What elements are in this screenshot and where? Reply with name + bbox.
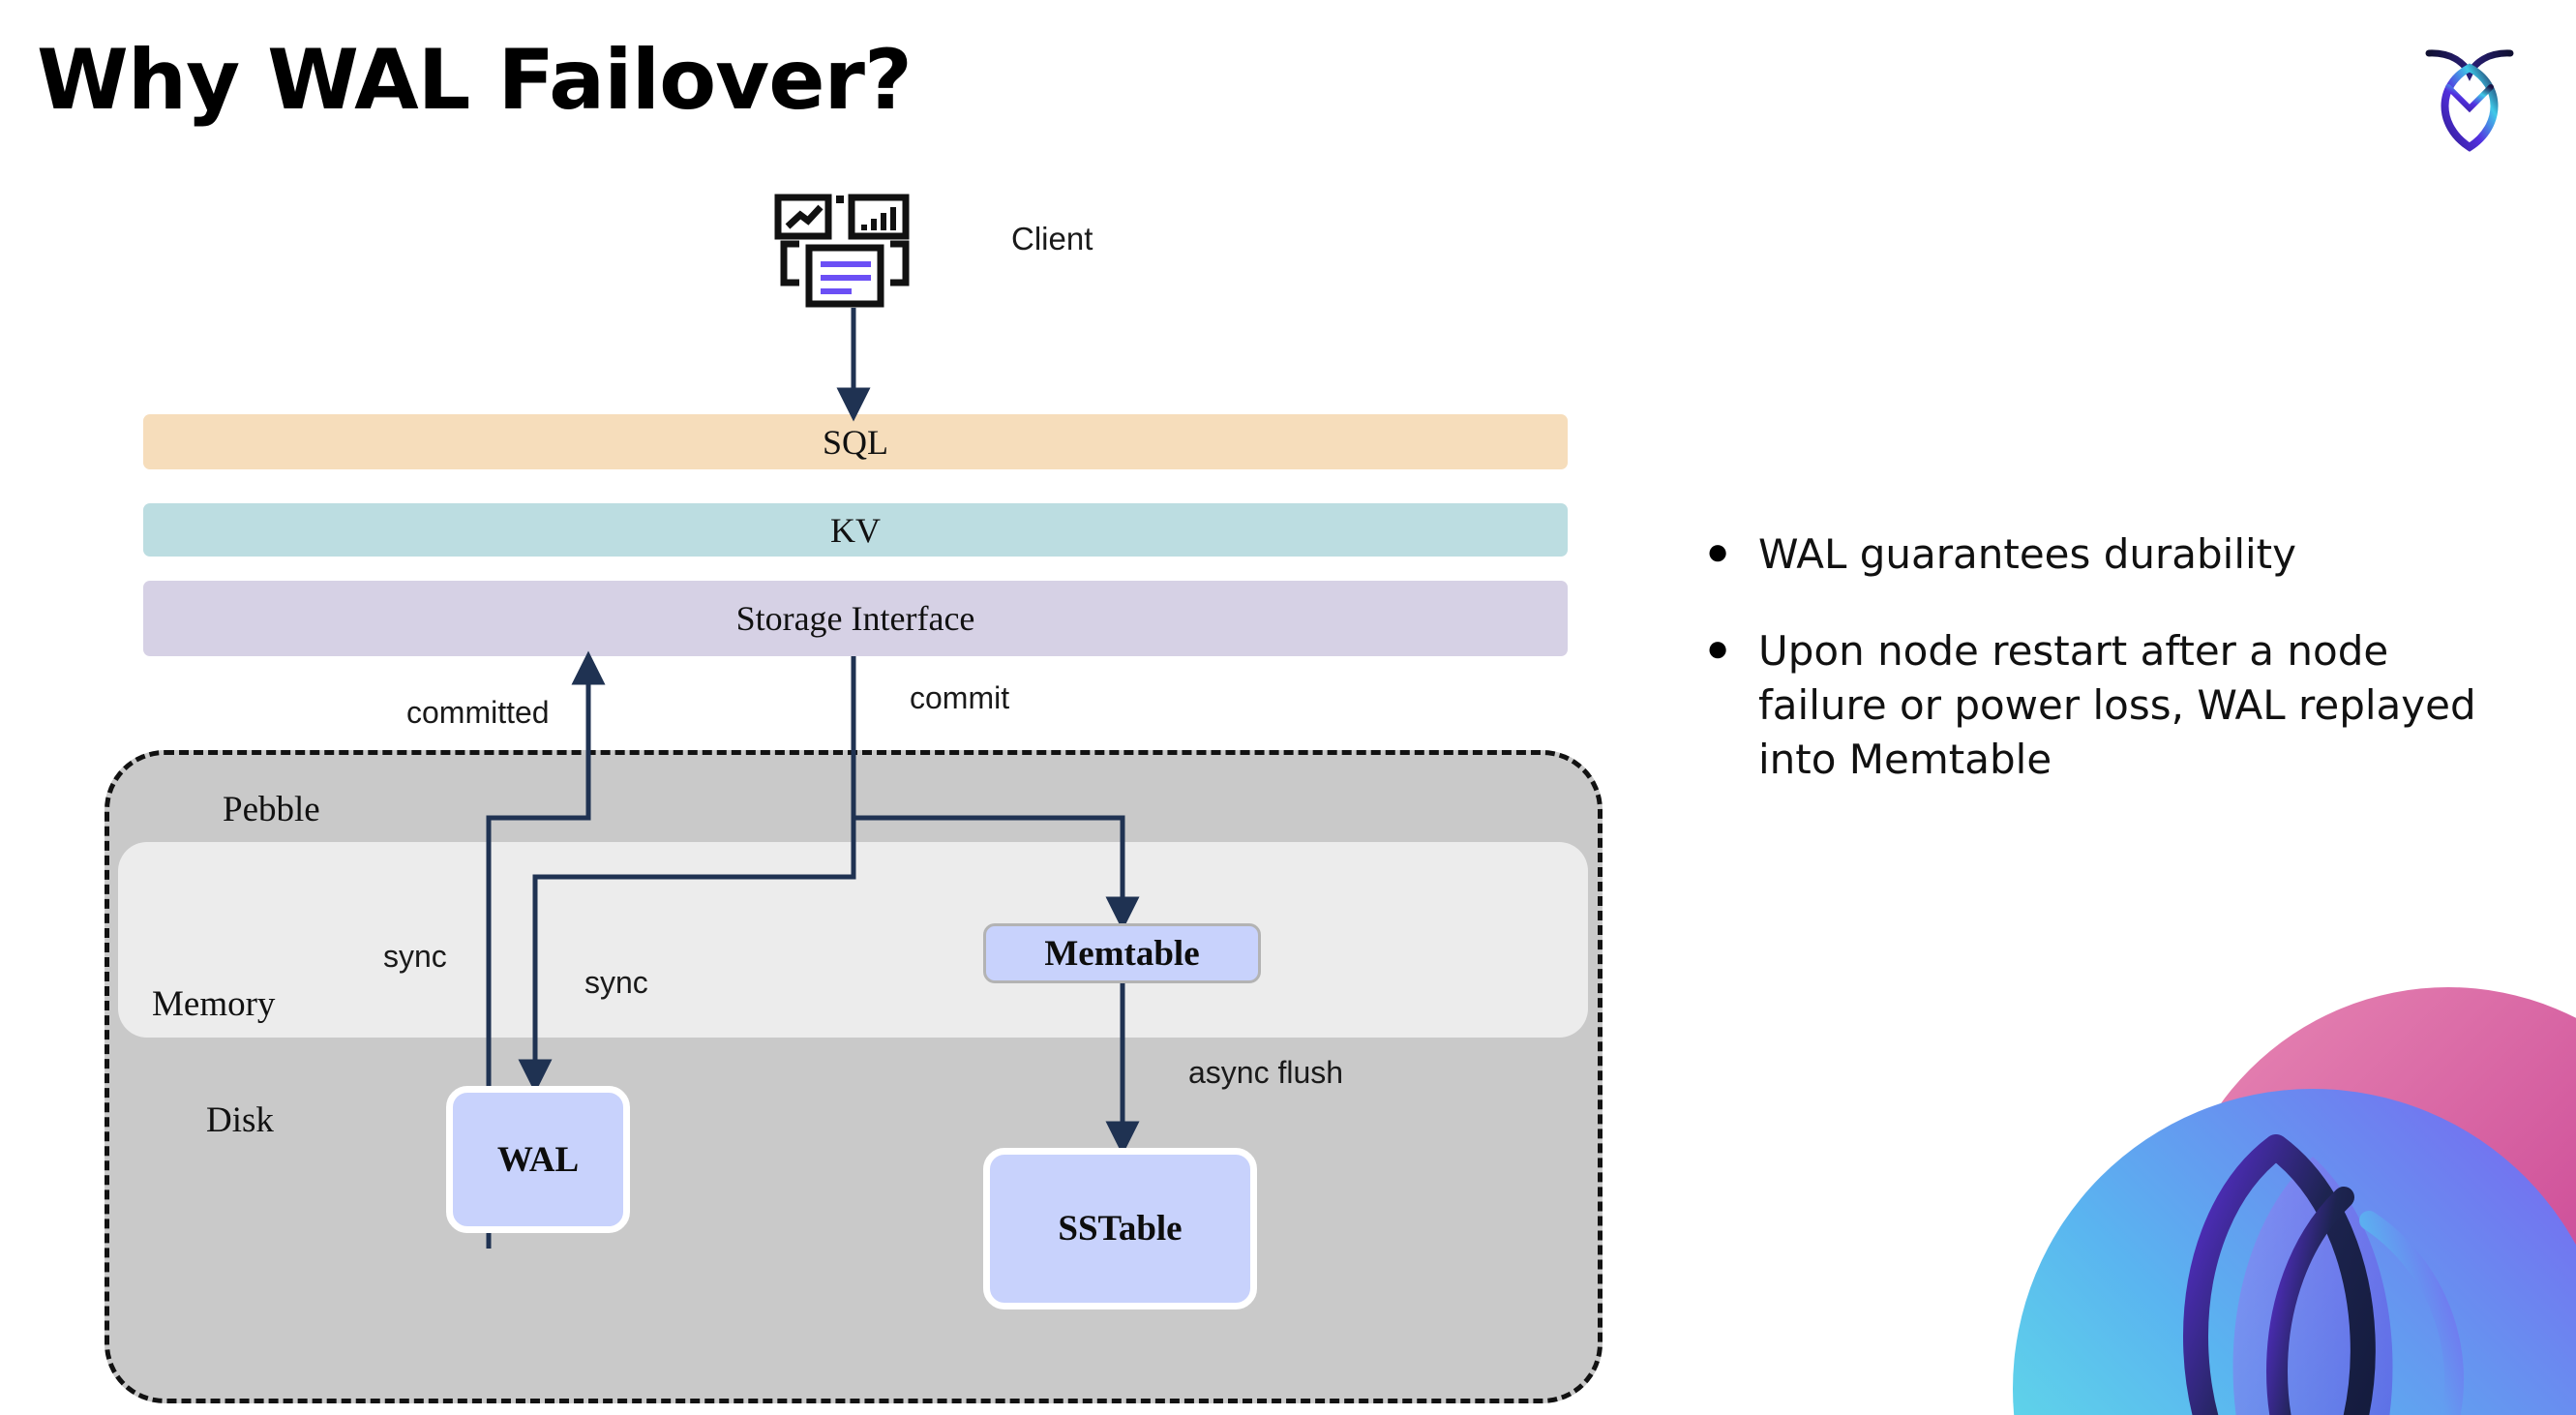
edge-label-sync-left: sync [383,939,447,974]
architecture-diagram: Client SQL KV Storage Interface Pebble M… [105,194,1603,1403]
list-item: ● WAL guarantees durability [1698,527,2521,582]
layer-bar-kv: KV [143,503,1568,557]
layer-label-storage: Storage Interface [735,599,975,638]
bullet-marker-icon: ● [1706,626,1730,670]
cockroach-logo-icon [2411,29,2528,155]
edge-label-async-flush: async flush [1188,1055,1344,1090]
node-wal: WAL [446,1086,630,1233]
node-memtable: Memtable [983,923,1261,983]
page-title: Why WAL Failover? [37,32,913,129]
client-dashboard-icon [774,194,929,310]
bullet-text: Upon node restart after a node failure o… [1758,626,2476,783]
node-label-memtable: Memtable [1044,933,1200,974]
node-label-sstable: SSTable [1058,1209,1183,1249]
list-item: ● Upon node restart after a node failure… [1698,624,2521,787]
client-label: Client [1011,221,1093,256]
bullet-marker-icon: ● [1706,530,1730,573]
node-label-wal: WAL [496,1139,580,1180]
memory-region [118,842,1588,1038]
node-sstable: SSTable [983,1148,1257,1310]
bullet-list: ● WAL guarantees durability ● Upon node … [1698,527,2521,828]
bullet-text: WAL guarantees durability [1758,530,2297,578]
layer-label-sql: SQL [822,422,888,462]
edge-label-committed: committed [406,695,550,730]
layer-bar-storage: Storage Interface [143,581,1568,656]
memory-label: Memory [152,984,276,1024]
decorative-corner-graphic [1964,934,2576,1415]
pebble-label: Pebble [223,790,320,829]
edge-label-commit: commit [910,680,1010,715]
disk-label: Disk [206,1100,274,1140]
layer-bar-sql: SQL [143,414,1568,469]
layer-label-kv: KV [830,510,881,550]
edge-label-sync-right: sync [584,965,648,1000]
